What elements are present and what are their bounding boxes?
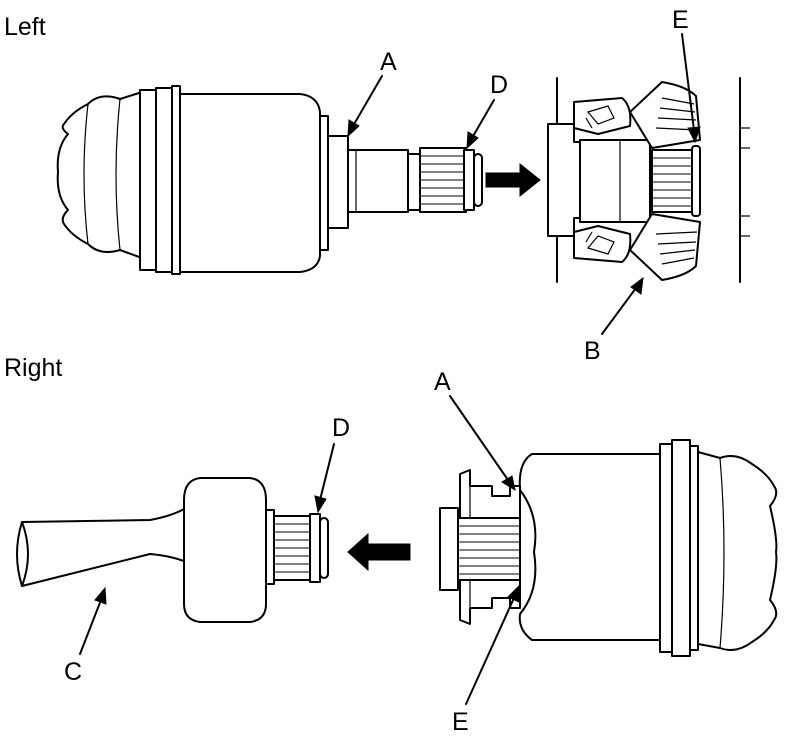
section-label-right: Right: [4, 354, 62, 382]
callout-label-c-right: C: [64, 658, 82, 686]
leader-arrow-e-right: [465, 584, 520, 705]
callout-label-a-right: A: [434, 368, 451, 396]
right-intermediate-shaft: [16, 477, 329, 623]
left-differential-assembly: [547, 77, 750, 283]
leader-arrow-a-right: [449, 395, 516, 492]
callout-label-d-right: D: [332, 414, 350, 442]
callout-label-b-left: B: [584, 337, 601, 365]
arrow-left-icon: [347, 532, 411, 572]
right-driveshaft-inboard-joint: [439, 439, 778, 657]
section-label-left: Left: [4, 13, 46, 41]
callout-label-e-right: E: [452, 708, 469, 736]
callout-label-d-left: D: [490, 71, 508, 99]
leader-arrow-d-right: [314, 443, 335, 514]
arrow-right-icon: [485, 162, 541, 198]
leader-arrow-c-right: [79, 586, 107, 655]
leader-arrow-e-left: [681, 33, 701, 144]
callout-label-a-left: A: [380, 48, 397, 76]
callout-label-e-left: E: [672, 6, 689, 34]
leader-arrow-d-left: [466, 99, 495, 150]
left-driveshaft-inboard-joint: [56, 85, 483, 275]
left-spline-teeth: [420, 155, 466, 205]
leader-arrow-a-left: [347, 75, 383, 138]
leader-arrow-b-left: [601, 276, 644, 335]
